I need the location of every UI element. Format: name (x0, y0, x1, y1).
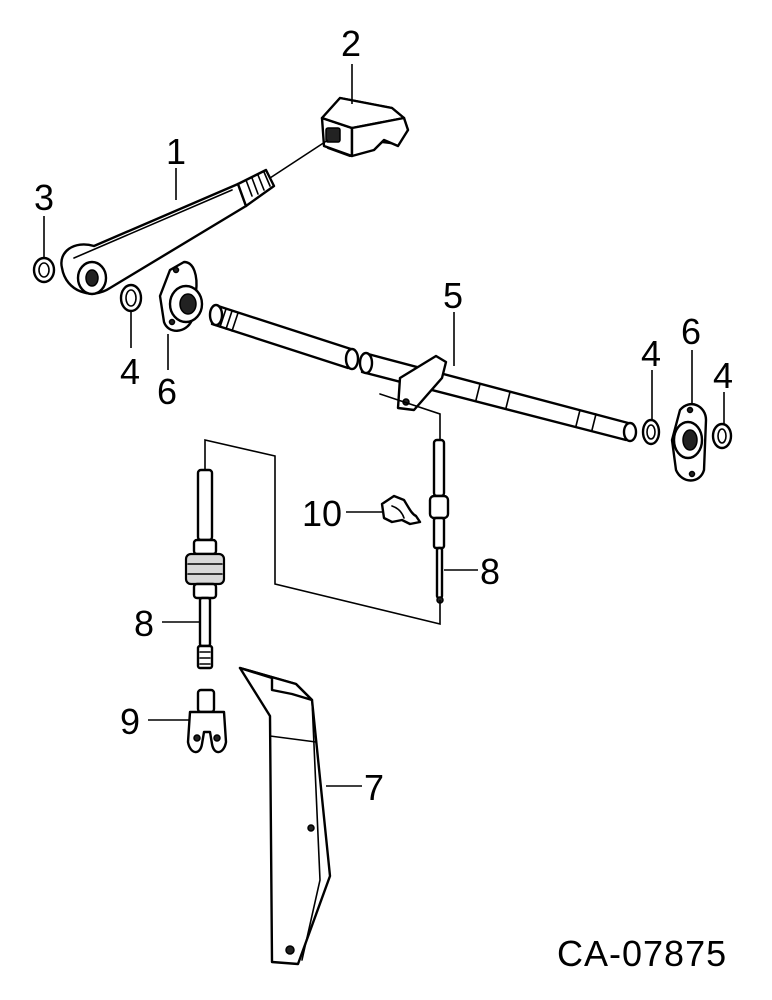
part-2-lever-end (320, 96, 410, 158)
part-4-ring-right-1 (641, 418, 661, 446)
callout-5: 5 (443, 275, 463, 316)
callout-7: 7 (364, 767, 384, 808)
part-5-shaft (208, 303, 638, 443)
part-10-clip (380, 494, 422, 526)
part-1-lever (60, 168, 276, 296)
callout-3: 3 (34, 177, 54, 218)
callout-4-right-1: 4 (641, 333, 661, 374)
callout-10: 10 (302, 493, 342, 534)
callout-9: 9 (120, 701, 140, 742)
part-4-ring-right-2 (711, 422, 733, 450)
callout-4-right-2: 4 (713, 355, 733, 396)
part-4-ring-left (119, 283, 143, 313)
part-6-flange-left (158, 260, 204, 332)
part-8-rod-left (184, 468, 226, 670)
callout-6-left: 6 (157, 371, 177, 412)
callout-8-right: 8 (480, 551, 500, 592)
part-8-rod-right (403, 401, 450, 604)
leader-lines (43, 64, 725, 787)
part-7-bracket (238, 666, 332, 966)
part-9-clevis (186, 688, 228, 754)
assembly-line-8-8 (204, 438, 441, 626)
callout-2: 2 (341, 23, 361, 64)
callout-6-right: 6 (681, 311, 701, 352)
callout-8-left: 8 (134, 603, 154, 644)
callout-4-left: 4 (120, 351, 140, 392)
assembly-line-1-2 (269, 139, 329, 179)
drawing-number: CA-07875 (557, 933, 727, 974)
callout-1: 1 (166, 131, 186, 172)
part-3-snap-ring (32, 256, 56, 284)
callouts: 1 2 3 4 6 5 4 6 4 10 8 8 9 7 (34, 23, 733, 808)
part-6-flange-right (670, 403, 708, 482)
